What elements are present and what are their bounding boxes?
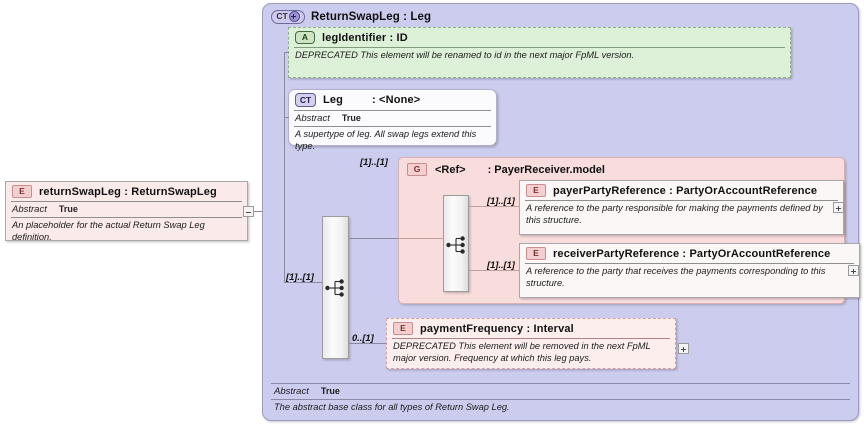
- element-paymentFrequency-doc: DEPRECATED This element will be removed …: [393, 341, 651, 363]
- element-receiverPartyReference-title: receiverPartyReference : PartyOrAccountR…: [553, 247, 831, 260]
- abstract-label: Abstract: [274, 386, 309, 397]
- element-payerPartyReference[interactable]: E payerPartyReference : PartyOrAccountRe…: [519, 180, 844, 235]
- complextype-badge-icon: CT: [271, 9, 305, 24]
- element-receiverPartyReference-doc: A reference to the party that receives t…: [526, 266, 826, 288]
- connector-sequence-to-paymentfrequency: [349, 343, 386, 344]
- cardinality-paymentfrequency: 0..[1]: [352, 333, 374, 343]
- element-returnSwapLeg-doc: An placeholder for the actual Return Swa…: [12, 220, 205, 242]
- sequence-compositor-group[interactable]: [443, 195, 469, 292]
- element-paymentFrequency-header: E paymentFrequency : Interval: [387, 319, 675, 338]
- element-returnSwapLeg-header: E returnSwapLeg : ReturnSwapLeg: [6, 182, 247, 201]
- basetype-Leg-doc: A supertype of leg. All swap legs extend…: [295, 129, 477, 151]
- connector-group-to-payer: [469, 206, 519, 207]
- divider: [294, 110, 491, 111]
- basetype-Leg-abstract-row: Abstract True: [289, 111, 496, 126]
- cardinality-payer: [1]..[1]: [487, 196, 515, 206]
- divider: [525, 200, 838, 201]
- element-badge-icon: E: [393, 322, 413, 335]
- basetype-Leg-title: Leg: [323, 94, 344, 106]
- complextype-abstract-row: Abstract True: [271, 384, 850, 399]
- divider: [525, 263, 854, 264]
- expand-toggle-paymentFrequency[interactable]: [678, 343, 689, 354]
- element-receiverPartyReference-header: E receiverPartyReference : PartyOrAccoun…: [520, 244, 859, 263]
- abstract-value: True: [320, 386, 340, 396]
- ct-text: CT: [276, 11, 288, 22]
- divider: [271, 383, 850, 384]
- attribute-legIdentifier-header: A legIdentifier : ID: [289, 28, 790, 47]
- abstract-label: Abstract: [295, 113, 330, 124]
- element-payerPartyReference-title: payerPartyReference : PartyOrAccountRefe…: [553, 184, 818, 197]
- element-badge-icon: E: [12, 185, 32, 198]
- basetype-Leg[interactable]: CT Leg : <None> Abstract True A supertyp…: [288, 89, 497, 151]
- basetype-Leg-type: : <None>: [372, 94, 421, 106]
- element-badge-icon: E: [526, 184, 546, 197]
- basetype-Leg-header: CT Leg : <None>: [289, 90, 496, 110]
- divider: [271, 399, 850, 400]
- sequence-icon: [325, 279, 344, 297]
- connector-to-attribute: [284, 52, 289, 53]
- element-payerPartyReference-header: E payerPartyReference : PartyOrAccountRe…: [520, 181, 843, 200]
- attribute-legIdentifier-doc: DEPRECATED This element will be renamed …: [295, 50, 635, 60]
- group-badge-icon: G: [407, 163, 427, 176]
- complextype-badge-icon: CT: [295, 93, 316, 107]
- complextype-doc: The abstract base class for all types of…: [274, 402, 510, 412]
- divider: [294, 126, 491, 127]
- connector-group-entry: [398, 238, 443, 239]
- element-paymentFrequency-title: paymentFrequency : Interval: [420, 322, 574, 335]
- divider: [392, 338, 670, 339]
- abstract-value: True: [341, 113, 361, 123]
- plus-icon: [288, 11, 300, 22]
- cardinality-sequence-main: [1]..[1]: [286, 272, 314, 282]
- abstract-label: Abstract: [12, 204, 47, 215]
- divider: [294, 47, 785, 48]
- group-ref-label: <Ref>: [435, 163, 466, 176]
- divider: [11, 217, 242, 218]
- connector-group-to-receiver: [469, 270, 519, 271]
- abstract-value: True: [58, 204, 78, 214]
- element-receiverPartyReference[interactable]: E receiverPartyReference : PartyOrAccoun…: [519, 243, 860, 298]
- expand-toggle-receiverPartyReference[interactable]: [848, 265, 859, 276]
- connector-to-sequence: [284, 282, 322, 283]
- cardinality-receiver: [1]..[1]: [487, 260, 515, 270]
- attribute-badge-icon: A: [295, 31, 315, 44]
- connector-spine-vertical: [284, 52, 285, 282]
- element-payerPartyReference-doc: A reference to the party responsible for…: [526, 203, 823, 225]
- sequence-icon: [446, 236, 465, 254]
- cardinality-group-ref: [1]..[1]: [360, 157, 388, 167]
- element-returnSwapLeg[interactable]: E returnSwapLeg : ReturnSwapLeg Abstract…: [5, 181, 248, 242]
- element-returnSwapLeg-abstract-row: Abstract True: [6, 202, 247, 217]
- attribute-legIdentifier[interactable]: A legIdentifier : ID DEPRECATED This ele…: [288, 27, 791, 78]
- complextype-title: ReturnSwapLeg : Leg: [311, 10, 432, 23]
- element-returnSwapLeg-title: returnSwapLeg : ReturnSwapLeg: [39, 185, 217, 198]
- element-paymentFrequency[interactable]: E paymentFrequency : Interval DEPRECATED…: [386, 318, 676, 369]
- connector-to-basetype: [284, 117, 289, 118]
- complextype-header: CT ReturnSwapLeg : Leg: [271, 8, 431, 25]
- complextype-footer: Abstract True The abstract base class fo…: [271, 383, 850, 414]
- divider: [11, 201, 242, 202]
- group-header: G <Ref> : PayerReceiver.model: [407, 162, 605, 177]
- expand-toggle-payerPartyReference[interactable]: [833, 202, 844, 213]
- element-badge-icon: E: [526, 247, 546, 260]
- connector-sequence-to-group: [349, 238, 398, 239]
- attribute-legIdentifier-title: legIdentifier : ID: [322, 31, 408, 44]
- sequence-compositor-main[interactable]: [322, 216, 349, 359]
- collapse-toggle-returnSwapLeg[interactable]: [243, 206, 254, 217]
- group-title: : PayerReceiver.model: [487, 163, 605, 176]
